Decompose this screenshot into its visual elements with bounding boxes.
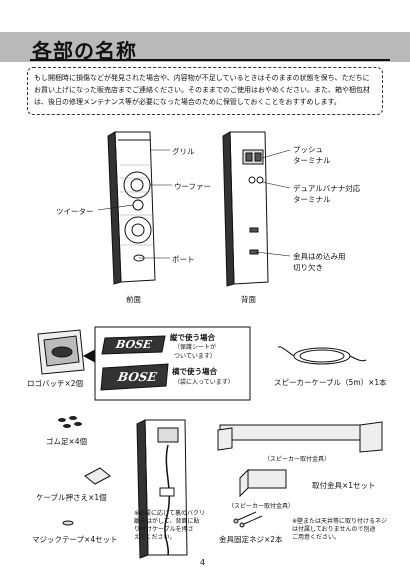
- page-number: 4: [200, 558, 206, 567]
- caption-front: 前面: [126, 295, 141, 304]
- notice-box: もし開梱時に損傷などが発見された場合や、内容物が不足しているときはそのままの状態…: [27, 67, 383, 115]
- rubber-feet-drawing: [58, 416, 82, 428]
- label-fixing-screw: 金具固定ネジ×2本: [219, 535, 283, 544]
- label-mounting-bracket: 取付金具×1セット: [312, 481, 376, 490]
- magic-tape-drawing: [62, 520, 74, 526]
- label-rubber-feet: ゴム足×4個: [46, 437, 88, 446]
- note-screw: ※壁または天井等に取り付けるネジ は付属しておりませんので別途 ご用意ください。: [292, 518, 388, 541]
- bose-logo-horizontal: BOSE: [116, 370, 158, 384]
- screws-drawing: [233, 511, 263, 528]
- label-logo-badge: ロゴバッチ×2個: [27, 379, 84, 388]
- badge-vertical-title: 縦で使う場合: [170, 333, 215, 342]
- back-speaker-drawing: [222, 131, 269, 287]
- label-grille: グリル: [172, 147, 195, 156]
- label-cable-clamp: ケーブル押さえ×1個: [36, 493, 107, 502]
- speaker-cable-drawing: [277, 346, 367, 365]
- title-bar: 各部の名称: [0, 32, 410, 63]
- badge-horizontal-title: 横で使う場合: [172, 367, 217, 376]
- label-woofer: ウーファー: [174, 182, 212, 191]
- label-bracket-notch: 金具はめ込み用 切り欠き: [293, 252, 346, 272]
- logo-badge-pack-drawing: [37, 329, 85, 375]
- badge-horizontal-note: （袋に入っています）: [174, 379, 234, 386]
- notice-text: もし開梱時に損傷などが発見された場合や、内容物が不足しているときはそのままの状態…: [34, 74, 370, 106]
- speaker-rear-clamp-drawing: [136, 419, 188, 559]
- back-leader-lines: [255, 149, 291, 257]
- mounting-bracket-drawing: [217, 421, 383, 498]
- cable-clamp-drawing: [84, 467, 111, 485]
- badge-vertical-note: （保護シートが ついています）: [174, 344, 217, 360]
- front-leader-lines: [97, 149, 172, 259]
- label-dual-banana-terminal: デュアルバナナ対応 ターミナル: [293, 184, 361, 204]
- label-bracket-wall-side: （スピーカー取付金具）: [228, 503, 295, 510]
- note-clamp: ※必要に応じて裏のバクリ 離をはがして、背面に貼 り付けケーブルを押さ えてくだ…: [134, 510, 206, 541]
- bose-logo-vertical: BOSE: [114, 338, 153, 351]
- title-rule: [30, 59, 390, 61]
- badge-option-box: [82, 326, 251, 401]
- caption-back: 背面: [241, 295, 256, 304]
- label-magic-tape: マジックテープ×4セット: [32, 535, 118, 544]
- label-bracket-speaker-side: （スピーカー取付金具）: [264, 456, 331, 463]
- label-push-terminal: プッシュ ターミナル: [293, 145, 331, 165]
- label-port: ポート: [172, 255, 195, 264]
- label-speaker-cable: スピーカーケーブル（5m）×1本: [274, 378, 387, 387]
- label-tweeter: ツイーター: [56, 207, 94, 216]
- front-speaker-drawing: [107, 131, 156, 285]
